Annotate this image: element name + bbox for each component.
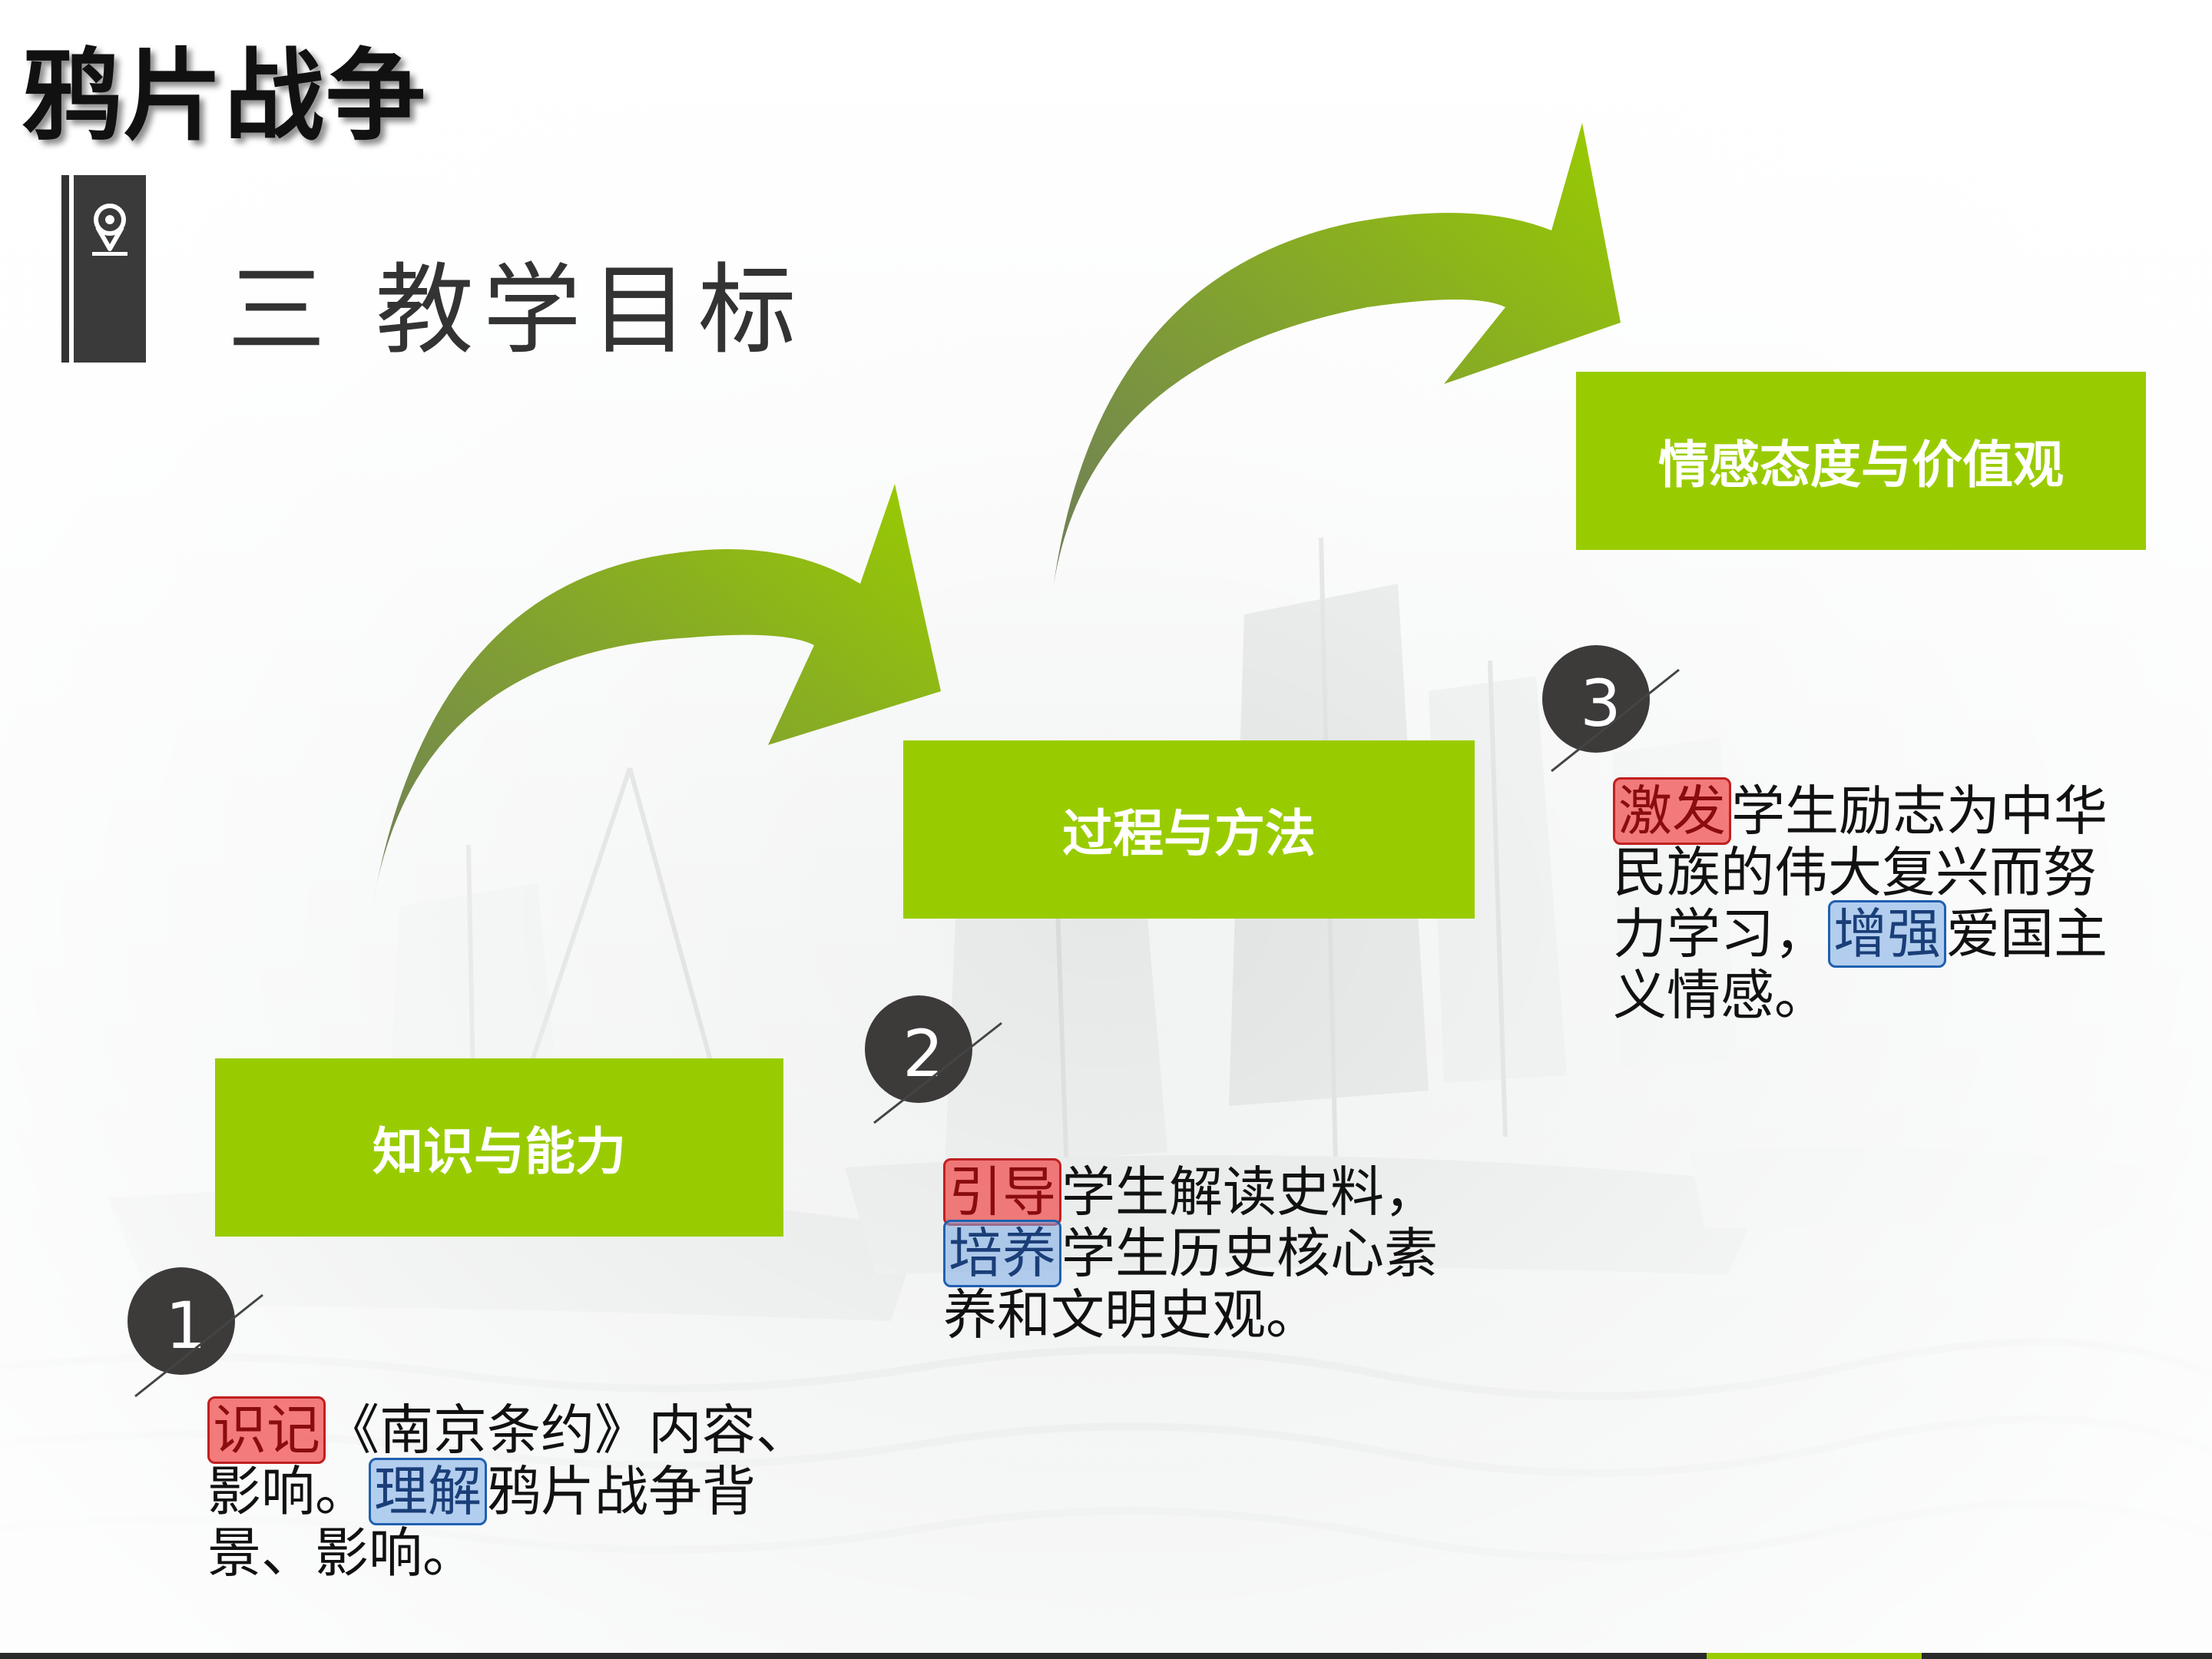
keyword-highlight-blue: 培养	[943, 1220, 1061, 1287]
keyword-highlight-red: 引导	[943, 1158, 1061, 1226]
goal-text-line: 力学习，增强爱国主	[1613, 900, 2166, 968]
slide-title: 鸦片战争	[22, 38, 428, 154]
goal-box-process: 过程与方法	[903, 740, 1475, 919]
footer-accent	[1707, 1653, 1922, 1659]
goal-text-line: 影响。理解鸦片战争背	[207, 1458, 837, 1525]
goal-text-segment: 民族的伟大复兴而努	[1613, 841, 2097, 904]
goal-box-knowledge: 知识与能力	[215, 1058, 783, 1237]
goal-text-line: 养和文明史观。	[943, 1284, 1542, 1346]
goal-text-line: 民族的伟大复兴而努	[1613, 842, 2166, 903]
goal-text-line: 激发学生励志为中华	[1613, 777, 2166, 845]
goal-text-line: 引导学生解读史料，	[943, 1158, 1542, 1226]
goal-box-label: 知识与能力	[373, 1122, 626, 1181]
goal-text-segment: 景、影响。	[207, 1522, 476, 1584]
goal-text-line: 识记《南京条约》内容、	[207, 1396, 837, 1464]
goal-text-segment: 养和文明史观。	[943, 1283, 1320, 1346]
keyword-highlight-blue: 增强	[1828, 900, 1946, 968]
goal-text-line: 义情感。	[1613, 965, 2166, 1026]
footer-rule	[0, 1653, 2212, 1659]
goal-text-segment: 影响。	[207, 1460, 369, 1523]
goal-number-3: 3	[1542, 645, 1650, 753]
goal-text-segment: 爱国主	[1946, 902, 2108, 965]
location-pin-icon	[61, 175, 146, 363]
goal-text-segment: 学生解读史料，	[1061, 1161, 1438, 1224]
goal-text-3: 激发学生励志为中华民族的伟大复兴而努力学习，增强爱国主义情感。	[1613, 777, 2166, 1026]
goal-text-segment: 义情感。	[1613, 964, 1828, 1027]
goal-number-1: 1	[127, 1267, 235, 1375]
goal-text-2: 引导学生解读史料，培养学生历史核心素养和文明史观。	[943, 1158, 1542, 1346]
goal-box-emotion: 情感态度与价值观	[1576, 372, 2146, 550]
keyword-highlight-red: 识记	[207, 1396, 326, 1464]
goal-text-segment: 学生历史核心素	[1061, 1222, 1438, 1285]
goal-number-2: 2	[865, 995, 972, 1103]
goal-text-segment: 学生励志为中华	[1731, 780, 2108, 843]
goal-text-segment: 鸦片战争背	[487, 1460, 756, 1523]
goal-text-line: 培养学生历史核心素	[943, 1220, 1542, 1287]
goal-text-line: 景、影响。	[207, 1522, 837, 1584]
goal-text-segment: 力学习，	[1613, 902, 1828, 965]
section-title: 三 教学目标	[227, 253, 806, 368]
goal-box-label: 情感态度与价值观	[1658, 435, 2064, 495]
goal-text-segment: 《南京条约》内容、	[326, 1399, 810, 1462]
keyword-highlight-red: 激发	[1613, 777, 1731, 845]
keyword-highlight-blue: 理解	[369, 1458, 487, 1525]
goal-box-label: 过程与方法	[1062, 804, 1316, 863]
goal-text-1: 识记《南京条约》内容、影响。理解鸦片战争背景、影响。	[207, 1396, 837, 1584]
